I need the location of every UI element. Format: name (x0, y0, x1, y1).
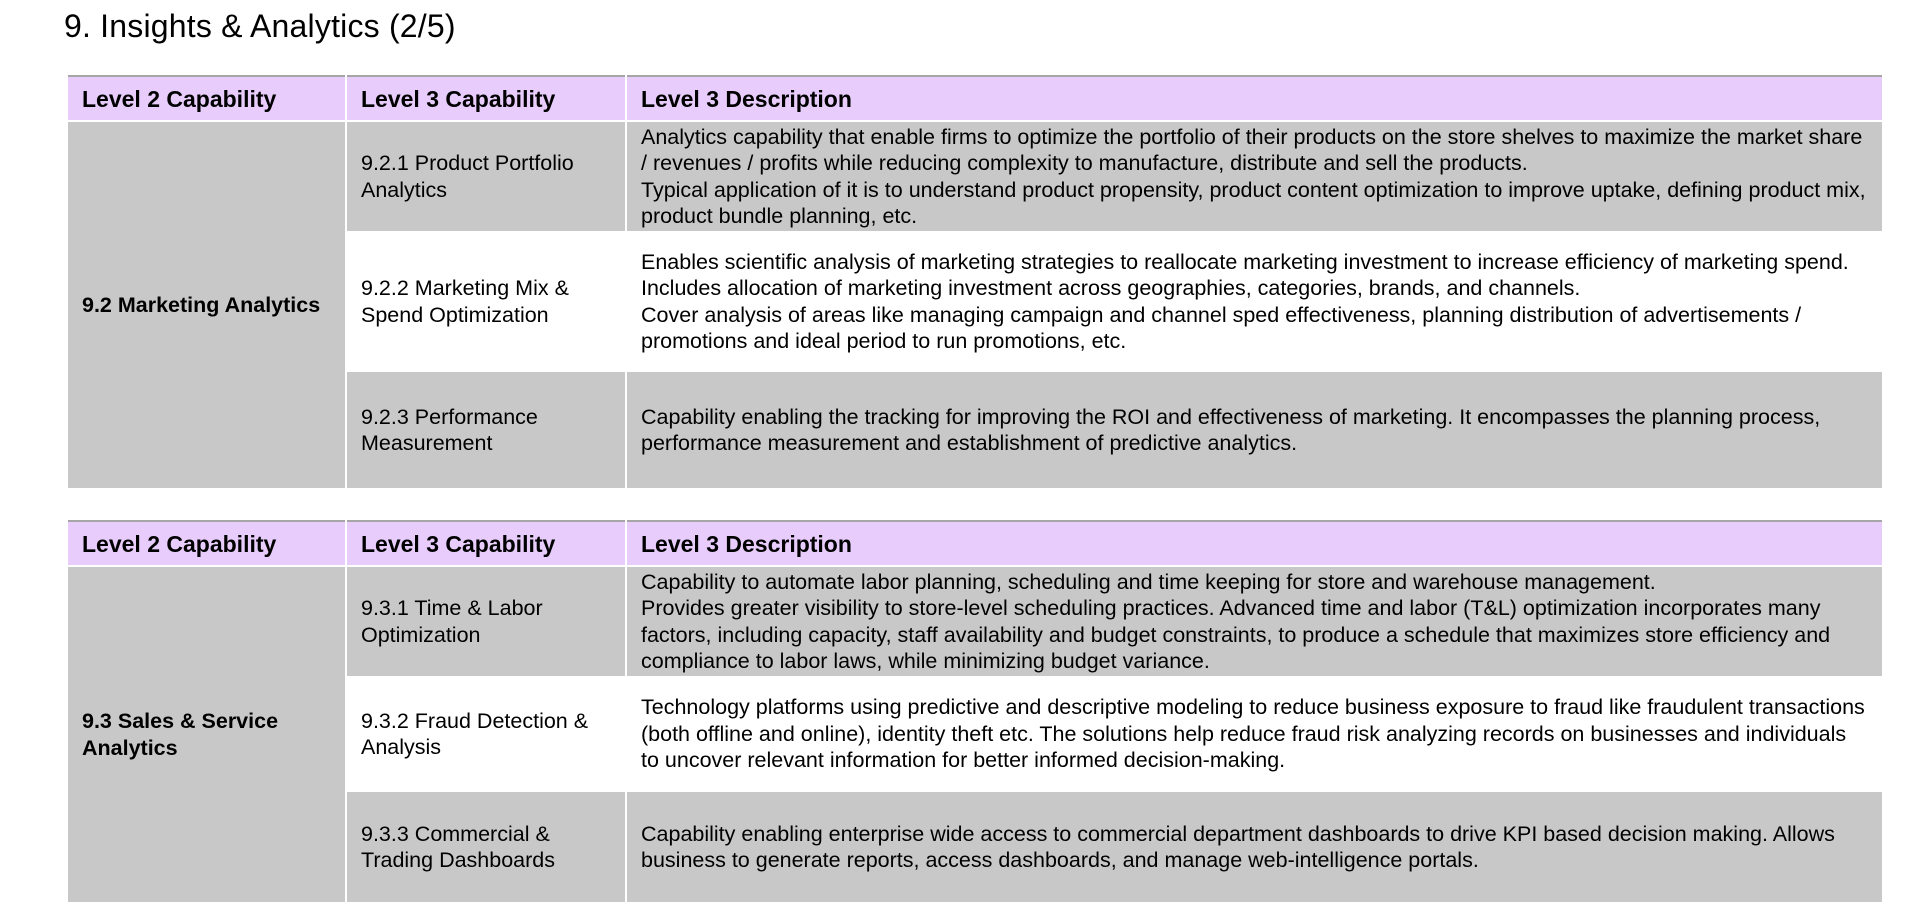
level3-capability-cell: 9.3.3 Commercial & Trading Dashboards (345, 791, 627, 904)
level2-capability-cell: 9.2 Marketing Analytics (66, 121, 347, 490)
level3-capability-cell: 9.2.2 Marketing Mix & Spend Optimization (345, 232, 627, 372)
header-level3-description: Level 3 Description (625, 76, 1884, 122)
description-text: Analytics capability that enable firms t… (641, 124, 1863, 176)
level3-capability-cell: 9.3.1 Time & Labor Optimization (345, 566, 627, 678)
capability-table-marketing-analytics: Level 2 Capability Level 3 Capability Le… (66, 75, 1884, 490)
table-row: 9.2 Marketing Analytics 9.2.1 Product Po… (66, 121, 1884, 490)
header-level3-description: Level 3 Description (625, 521, 1884, 567)
description-text: Enables scientific analysis of marketing… (641, 249, 1849, 301)
description-text: Cover analysis of areas like managing ca… (641, 302, 1802, 354)
table-row: 9.3 Sales & Service Analytics 9.3.1 Time… (66, 566, 1884, 904)
table-header-row: Level 2 Capability Level 3 Capability Le… (66, 521, 1884, 567)
description-text: Capability enabling the tracking for imp… (641, 404, 1821, 456)
level3-description-cell: Technology platforms using predictive an… (625, 677, 1884, 792)
header-level2-capability: Level 2 Capability (66, 76, 347, 122)
table-header-row: Level 2 Capability Level 3 Capability Le… (66, 76, 1884, 122)
table-row: 9.3.3 Commercial & Trading Dashboards Ca… (67, 791, 1884, 904)
level3-capability-cell: 9.2.3 Performance Measurement (345, 371, 627, 490)
description-text: Provides greater visibility to store-lev… (641, 596, 1831, 673)
table-row: 9.3.2 Fraud Detection & Analysis Technol… (67, 677, 1884, 792)
level3-description-cell: Capability enabling the tracking for imp… (625, 371, 1884, 490)
description-text: Typical application of it is to understa… (641, 177, 1866, 229)
description-text: Capability to automate labor planning, s… (641, 569, 1656, 594)
header-level3-capability: Level 3 Capability (345, 521, 627, 567)
level3-description-cell: Capability to automate labor planning, s… (625, 566, 1884, 678)
level3-capability-cell: 9.3.2 Fraud Detection & Analysis (345, 677, 627, 792)
level3-description-cell: Enables scientific analysis of marketing… (625, 232, 1884, 372)
capability-table-sales-service-analytics: Level 2 Capability Level 3 Capability Le… (66, 520, 1884, 904)
level3-description-cell: Capability enabling enterprise wide acce… (625, 791, 1884, 904)
description-text: Technology platforms using predictive an… (641, 695, 1865, 773)
level3-description-cell: Analytics capability that enable firms t… (625, 121, 1884, 233)
page-title: 9. Insights & Analytics (2/5) (64, 8, 456, 44)
header-level3-capability: Level 3 Capability (345, 76, 627, 122)
level3-capability-cell: 9.2.1 Product Portfolio Analytics (345, 121, 627, 233)
table-row: 9.2.3 Performance Measurement Capability… (67, 371, 1884, 490)
header-level2-capability: Level 2 Capability (66, 521, 347, 567)
table-row: 9.2.2 Marketing Mix & Spend Optimization… (67, 232, 1884, 372)
description-text: Capability enabling enterprise wide acce… (641, 821, 1835, 873)
level2-capability-cell: 9.3 Sales & Service Analytics (66, 566, 347, 904)
